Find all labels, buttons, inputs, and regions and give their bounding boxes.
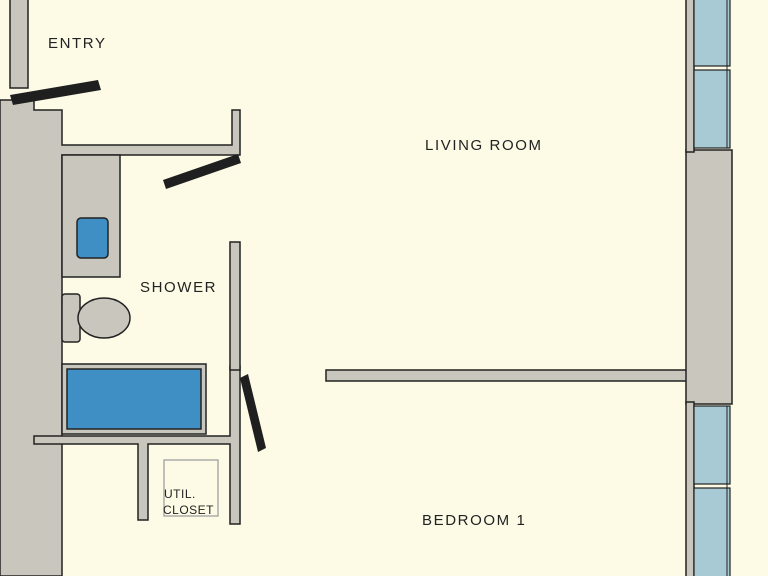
toilet [61,293,131,343]
shower-partition-wall [229,241,241,371]
bathroom-bottom-wall [33,365,241,525]
sink-basin [76,217,109,259]
bedroom-partition-wall [325,369,689,382]
right-exterior-wall-mid [685,149,733,405]
window-bottom [693,405,731,576]
shower-label: SHOWER [140,279,217,296]
left-exterior-wall [0,99,241,576]
living-room-label: LIVING ROOM [425,137,543,154]
entry-door [10,80,101,105]
closet-door [240,374,266,452]
util-closet-label-line2: CLOSET [163,503,214,517]
right-exterior-wall-top [685,0,695,153]
bathroom-door [163,154,241,189]
right-exterior-wall-bottom [685,401,695,576]
util-closet-box [163,459,219,517]
entry-wall [9,0,29,89]
util-closet-label-line1: UTIL. [164,487,196,501]
window-top [693,0,731,149]
entry-label: ENTRY [48,35,107,52]
bedroom-label: BEDROOM 1 [422,512,526,529]
bathtub-basin [66,368,202,430]
